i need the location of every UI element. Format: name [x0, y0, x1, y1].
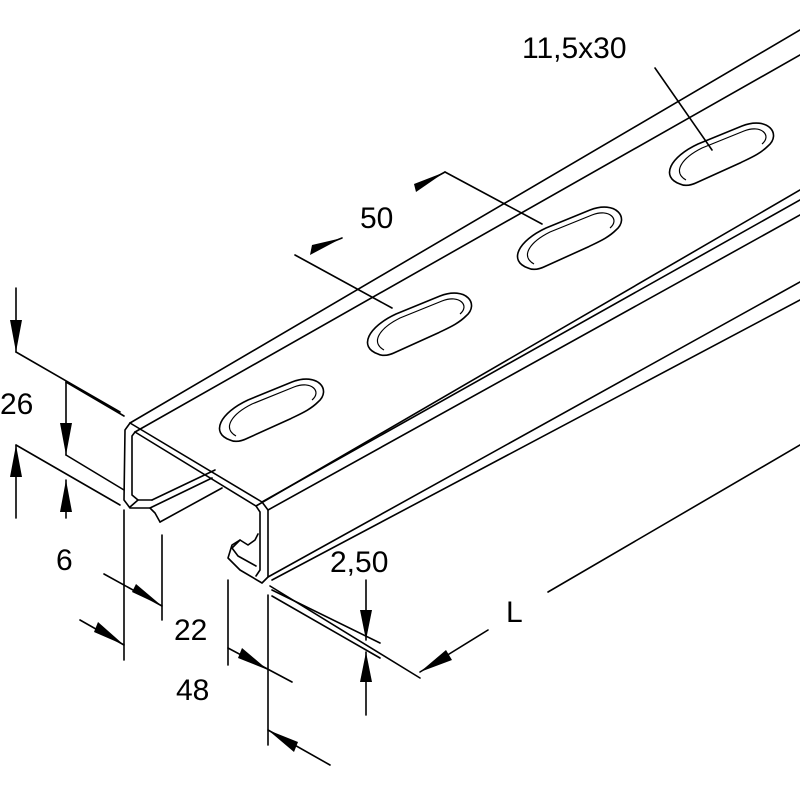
dim-thickness-label: 2,50 [330, 546, 388, 579]
dim-thickness: 2,50 [271, 546, 388, 716]
dim-length: L [269, 444, 800, 679]
dim-length-label: L [506, 596, 523, 629]
slot-row [218, 122, 775, 443]
dim-lip-label: 6 [56, 544, 73, 577]
slot-4 [668, 122, 775, 187]
dim-opening: 22 [79, 509, 207, 661]
dim-opening-label: 22 [174, 614, 207, 647]
channel-profile [123, 422, 269, 584]
dim-lip: 6 [56, 381, 125, 577]
channel-edges [129, 29, 800, 581]
dim-slot: 11,5x30 [522, 32, 713, 151]
dim-height-label: 26 [0, 388, 33, 421]
slot-3 [516, 206, 623, 271]
dim-height: 26 [0, 287, 121, 519]
dim-slot-label: 11,5x30 [522, 32, 627, 65]
slot-1 [218, 378, 325, 443]
dim-width-label: 48 [176, 674, 209, 707]
dim-pitch-label: 50 [360, 202, 393, 235]
pitch-arrow-left [310, 238, 342, 255]
slot-2 [366, 292, 473, 357]
dim-pitch: 50 [294, 171, 543, 309]
dim-width: 48 [176, 579, 331, 766]
